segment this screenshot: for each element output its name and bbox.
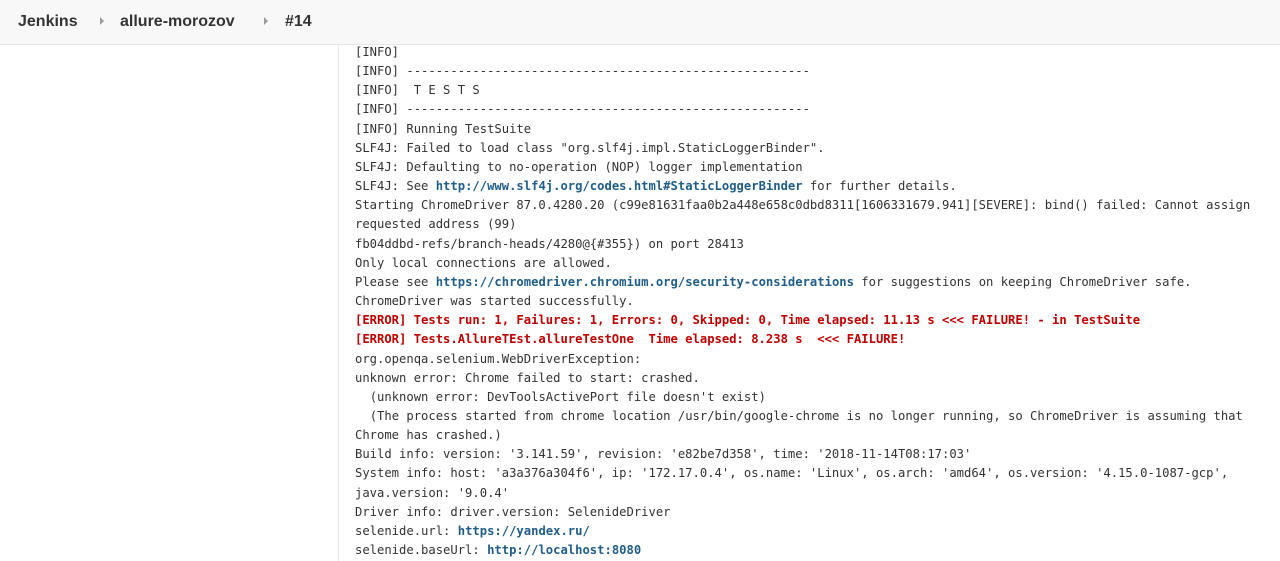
console-output: [INFO] [INFO] ---------------------------… [355, 43, 1277, 560]
console-line: Only local connections are allowed. [355, 255, 612, 270]
console-link[interactable]: https://yandex.ru/ [457, 523, 590, 538]
console-line-text: selenide.baseUrl: [355, 543, 488, 558]
chevron-right-icon [264, 17, 268, 25]
console-line: org.openqa.selenium.WebDriverException: [355, 351, 642, 366]
console-error-line: [ERROR] Tests run: 1, Failures: 1, Error… [355, 313, 1141, 328]
console-line-text: for further details. [802, 179, 957, 194]
divider [338, 45, 339, 561]
console-line: Build info: version: '3.141.59', revisio… [355, 447, 972, 462]
console-line: [INFO] [355, 45, 400, 59]
console-line-text: SLF4J: See [355, 179, 436, 194]
console-line: System info: host: 'a3a376a304f6', ip: '… [355, 466, 1236, 500]
console-error-line: [ERROR] Tests.AllureTEst.allureTestOne T… [355, 332, 906, 347]
console-line: selenide.url: https://yandex.ru/ [355, 522, 1277, 541]
console-line: [INFO] T E S T S [355, 83, 480, 98]
console-line: [INFO] ---------------------------------… [355, 102, 810, 117]
console-line: unknown error: Chrome failed to start: c… [355, 370, 700, 385]
console-link[interactable]: http://www.slf4j.org/codes.html#StaticLo… [435, 179, 803, 194]
console-line: ChromeDriver was started successfully. [355, 294, 634, 309]
breadcrumb-job[interactable]: allure-morozov [120, 13, 235, 30]
side-panel [0, 45, 338, 561]
console-line: SLF4J: Failed to load class "org.slf4j.i… [355, 140, 825, 155]
console-line: Starting ChromeDriver 87.0.4280.20 (c99e… [355, 198, 1258, 232]
console-line: [INFO] Running TestSuite [355, 121, 532, 136]
console-line-text: Please see [355, 274, 436, 289]
console-line: SLF4J: Defaulting to no-operation (NOP) … [355, 159, 803, 174]
breadcrumb-jenkins[interactable]: Jenkins [18, 13, 78, 30]
console-line: [INFO] ---------------------------------… [355, 64, 810, 79]
console-link[interactable]: http://localhost:8080 [487, 543, 642, 558]
console-line: SLF4J: See http://www.slf4j.org/codes.ht… [355, 177, 1277, 196]
breadcrumb-build[interactable]: #14 [285, 13, 312, 30]
console-line: (The process started from chrome locatio… [355, 408, 1251, 443]
console-line-text: for suggestions on keeping ChromeDriver … [853, 274, 1192, 289]
console-line: fb04ddbd-refs/branch-heads/4280@{#355}) … [355, 236, 744, 251]
console-line: Driver info: driver.version: SelenideDri… [355, 504, 671, 519]
console-line: Please see https://chromedriver.chromium… [355, 273, 1277, 292]
console-link[interactable]: https://chromedriver.chromium.org/securi… [435, 274, 854, 289]
console-line-text: selenide.url: [355, 523, 458, 538]
console-line: selenide.baseUrl: http://localhost:8080 [355, 541, 1277, 560]
chevron-right-icon [100, 17, 104, 25]
breadcrumb: Jenkins allure-morozov #14 [0, 0, 1280, 45]
console-line: (unknown error: DevToolsActivePort file … [355, 389, 766, 404]
